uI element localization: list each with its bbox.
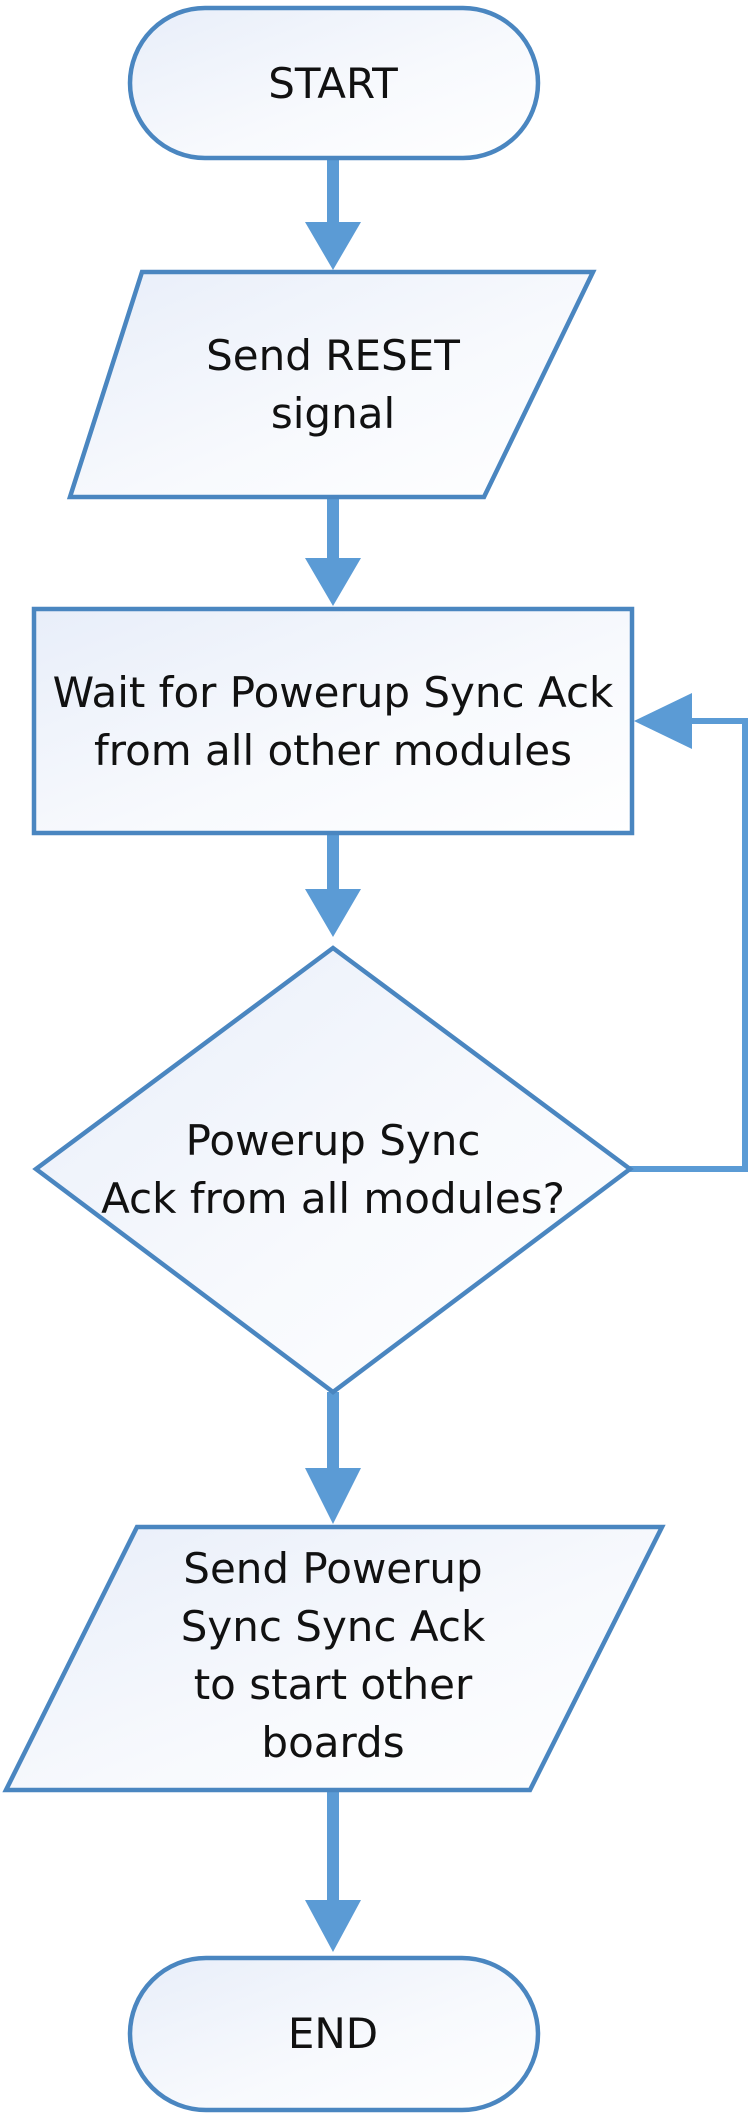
ack-check-label-line-1: Powerup Sync — [186, 1116, 481, 1165]
wait-ack-label-line-2: from all other modules — [94, 726, 572, 775]
send-ack-label-line-3: to start other — [194, 1660, 473, 1709]
edge-send-reset-to-wait-ack — [305, 497, 361, 606]
send-ack-data-node: Send Powerup Sync Sync Ack to start othe… — [2, 1524, 666, 1793]
edge-ack-check-to-send-ack — [305, 1392, 361, 1524]
edge-wait-ack-to-ack-check — [305, 833, 361, 937]
end-label: END — [288, 2009, 378, 2058]
send-ack-label-line-4: boards — [261, 1718, 404, 1767]
edge-start-to-send-reset — [305, 158, 361, 270]
send-ack-label-line-1: Send Powerup — [183, 1544, 482, 1593]
ack-check-decision-node: Powerup Sync Ack from all modules? — [32, 945, 634, 1395]
start-label: START — [268, 59, 398, 108]
ack-check-label-line-2: Ack from all modules? — [101, 1174, 565, 1223]
start-terminator: START — [127, 5, 541, 161]
wait-ack-label-line-1: Wait for Powerup Sync Ack — [53, 668, 614, 717]
end-terminator: END — [127, 1955, 541, 2113]
send-reset-label-line-2: signal — [271, 389, 395, 438]
send-ack-label-line-2: Sync Sync Ack — [181, 1602, 486, 1651]
wait-ack-process-node: Wait for Powerup Sync Ack from all other… — [31, 606, 635, 836]
connectors — [305, 158, 748, 1952]
edge-send-ack-to-end — [305, 1790, 361, 1952]
edge-ack-check-loop-to-wait-ack — [630, 693, 748, 1172]
send-reset-data-node: Send RESET signal — [66, 269, 597, 500]
send-reset-label-line-1: Send RESET — [206, 331, 460, 380]
